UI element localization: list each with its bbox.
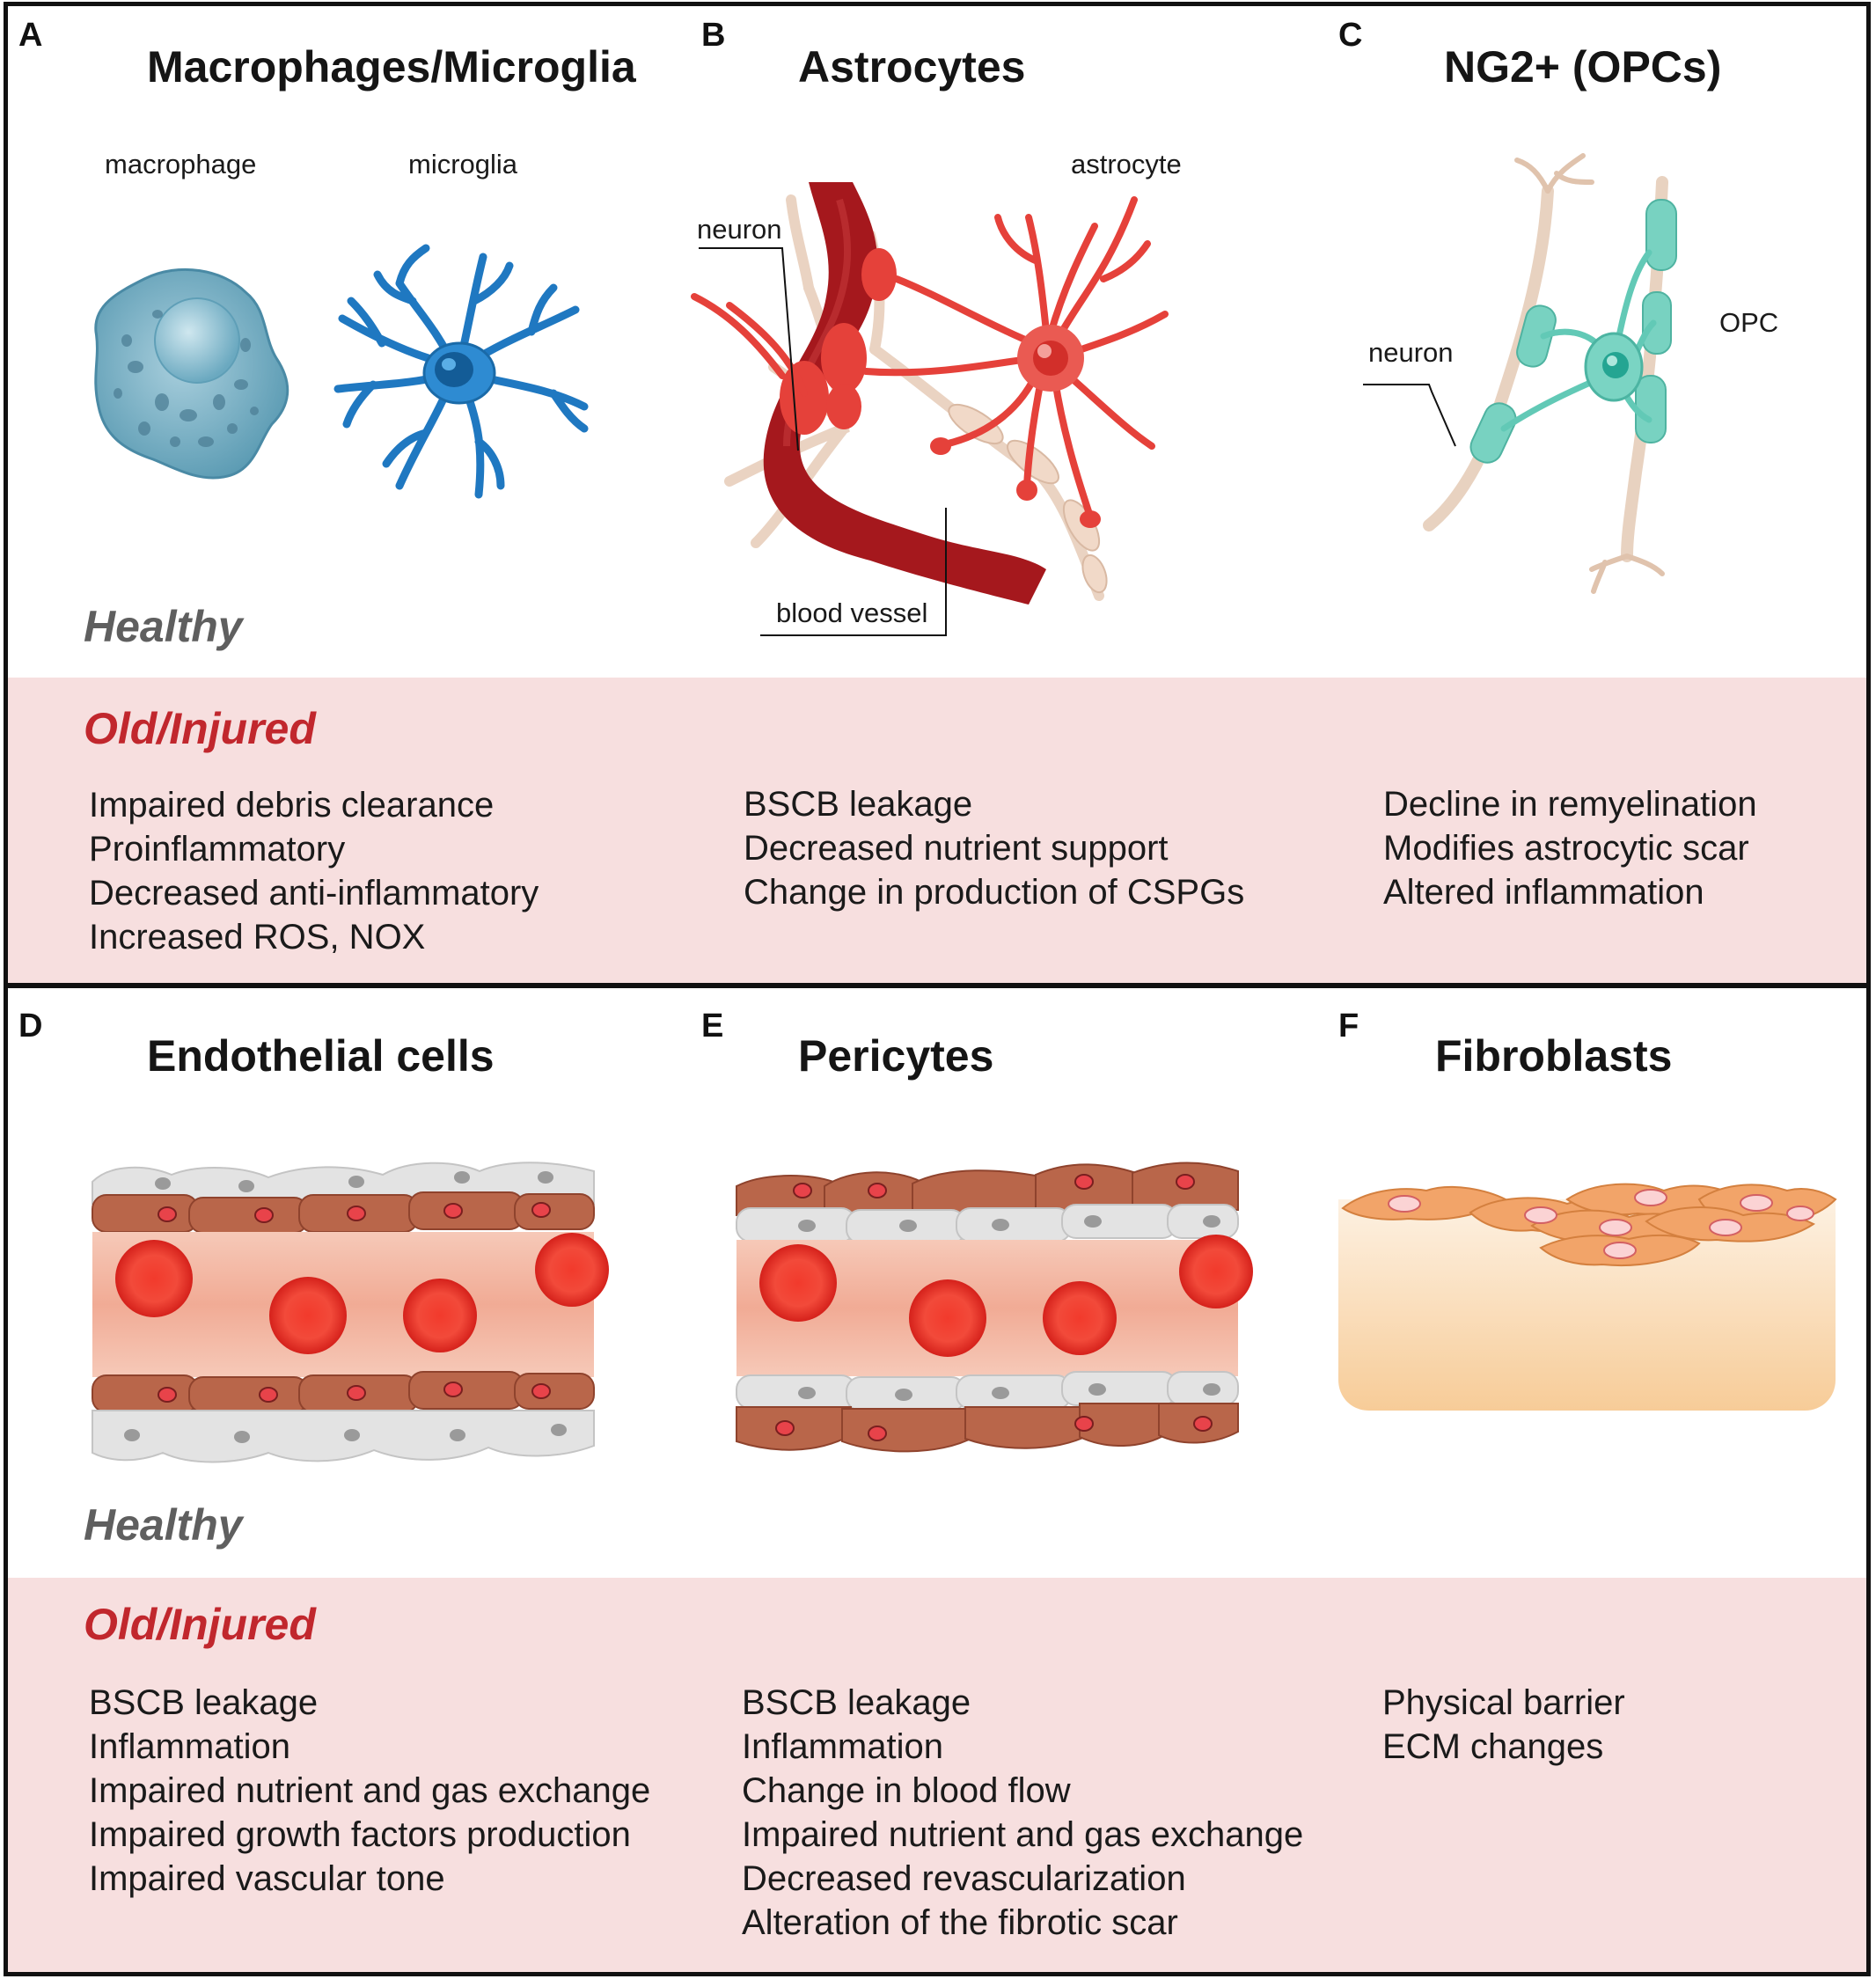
list-item: Alteration of the fibrotic scar <box>742 1903 1178 1942</box>
panel-a-changes-list: Impaired debris clearance Proinflammator… <box>89 783 539 959</box>
top-healthy-label: Healthy <box>84 602 243 651</box>
microglia-caption: microglia <box>408 149 518 180</box>
list-item: Physical barrier <box>1382 1683 1625 1722</box>
list-item: Impaired growth factors production <box>89 1815 631 1854</box>
panel-f-title: Fibroblasts <box>1435 1031 1673 1081</box>
list-item: Modifies astrocytic scar <box>1383 829 1749 868</box>
endothelial-vessel-illustration <box>92 1162 609 1463</box>
list-item: Decreased anti-inflammatory <box>89 874 539 913</box>
bottom-panel-group: D Endothelial cells Healthy Old/Injured … <box>4 984 1871 1976</box>
list-item: Proinflammatory <box>89 830 346 869</box>
bottom-injured-area <box>8 1578 1866 1972</box>
panel-f-changes-list: Physical barrier ECM changes <box>1382 1681 1625 1769</box>
list-item: Impaired debris clearance <box>89 786 495 825</box>
list-item: Change in blood flow <box>742 1771 1071 1810</box>
astrocyte-caption: astrocyte <box>1071 149 1182 180</box>
list-item: Decreased revascularization <box>742 1859 1186 1898</box>
list-item: Impaired nutrient and gas exchange <box>742 1815 1304 1854</box>
macrophage-caption: macrophage <box>105 149 257 180</box>
bottom-healthy-label: Healthy <box>84 1500 243 1550</box>
pericyte-vessel-illustration <box>736 1162 1253 1453</box>
list-item: BSCB leakage <box>89 1683 319 1722</box>
list-item: Impaired nutrient and gas exchange <box>89 1771 651 1810</box>
neuron-caption-b: neuron <box>697 214 782 245</box>
list-item: Change in production of CSPGs <box>744 873 1245 912</box>
panel-d-title: Endothelial cells <box>147 1031 495 1081</box>
list-item: Impaired vascular tone <box>89 1859 445 1898</box>
list-item: Inflammation <box>742 1727 943 1766</box>
list-item: Decline in remyelination <box>1383 785 1757 824</box>
panel-e-letter: E <box>701 1008 724 1044</box>
panel-e-changes-list: BSCB leakage Inflammation Change in bloo… <box>742 1681 1303 1945</box>
list-item: Inflammation <box>89 1727 290 1766</box>
macrophage-illustration <box>94 268 289 480</box>
panel-c-letter: C <box>1338 17 1363 54</box>
panel-c-title: NG2+ (OPCs) <box>1444 42 1722 92</box>
panel-f-letter: F <box>1338 1008 1359 1044</box>
list-item: BSCB leakage <box>742 1683 971 1722</box>
top-injured-label: Old/Injured <box>84 704 316 753</box>
panel-b-title: Astrocytes <box>798 42 1026 92</box>
list-item: ECM changes <box>1382 1727 1604 1766</box>
opc-illustration <box>1363 153 1677 594</box>
panel-b-letter: B <box>701 17 726 54</box>
top-panel-group: A Macrophages/Microglia macrophage micro… <box>4 2 1871 987</box>
panel-e-title: Pericytes <box>798 1031 994 1081</box>
astrocyte-illustration <box>691 182 1169 636</box>
panel-b-changes-list: BSCB leakage Decreased nutrient support … <box>744 782 1244 914</box>
list-item: BSCB leakage <box>744 785 973 824</box>
fibroblast-illustration <box>1338 1183 1837 1411</box>
bottom-injured-label: Old/Injured <box>84 1600 316 1649</box>
neuron-caption-c: neuron <box>1368 337 1454 368</box>
blood-vessel-caption: blood vessel <box>776 597 928 628</box>
panel-c-changes-list: Decline in remyelination Modifies astroc… <box>1383 782 1757 914</box>
list-item: Altered inflammation <box>1383 873 1704 912</box>
panel-d-letter: D <box>18 1008 43 1044</box>
list-item: Increased ROS, NOX <box>89 918 426 957</box>
microglia-illustration <box>333 244 589 499</box>
top-injured-area <box>8 678 1866 983</box>
panel-a-letter: A <box>18 17 43 54</box>
list-item: Decreased nutrient support <box>744 829 1169 868</box>
panel-d-changes-list: BSCB leakage Inflammation Impaired nutri… <box>89 1681 650 1901</box>
opc-caption: OPC <box>1719 307 1779 338</box>
panel-a-title: Macrophages/Microglia <box>147 42 636 92</box>
